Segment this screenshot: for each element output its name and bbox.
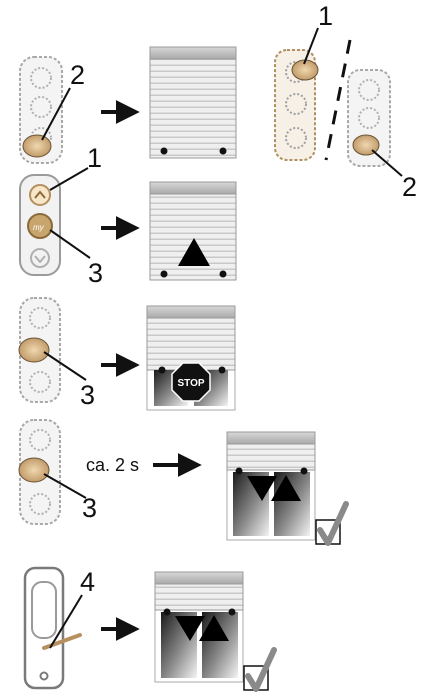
callout-number: 3: [82, 493, 97, 523]
callout-number: 4: [80, 567, 95, 597]
callout-line: [43, 473, 87, 499]
stop-label: STOP: [177, 378, 204, 389]
up-triangle-icon: [178, 238, 210, 266]
callout-line: [49, 167, 89, 191]
step-5: 4: [23, 566, 277, 692]
paperclip-icon: [42, 633, 82, 650]
step-2: my 1 3: [19, 143, 237, 288]
hand-pressing-icon: [18, 337, 50, 363]
callout-line: [43, 351, 87, 381]
hand-pressing-icon: [18, 457, 50, 483]
callout-number: 2: [402, 172, 417, 202]
callout-number: 2: [70, 60, 85, 90]
up-triangle-icon: [271, 475, 301, 501]
up-triangle-icon: [199, 615, 229, 641]
callout-line: [49, 229, 91, 259]
roller-shutter-icon: [149, 46, 237, 159]
step-1: 2: [19, 46, 237, 164]
roller-shutter-icon: [226, 431, 316, 541]
hand-pressing-icon: [22, 134, 52, 158]
svg-text:my: my: [33, 223, 45, 232]
check-mark-icon: [315, 501, 349, 546]
stop-octagon-icon: STOP: [171, 362, 211, 402]
callout-number: 1: [318, 1, 333, 31]
down-triangle-icon: [175, 616, 205, 641]
roller-shutter-icon: [149, 181, 237, 281]
duration-label: ca. 2 s: [86, 455, 139, 475]
separator-dashed-line: [324, 39, 352, 161]
callout-line: [49, 594, 83, 649]
remote-control-icon: my: [19, 174, 61, 276]
callout-line: [371, 149, 403, 177]
step-3: 3 STOP: [18, 297, 236, 411]
step-4: 3 ca. 2 s: [18, 419, 349, 546]
callout-line: [303, 27, 319, 65]
callout-number: 1: [87, 143, 102, 173]
roller-shutter-icon: [154, 571, 244, 683]
callout-number: 3: [88, 258, 103, 288]
callout-line: [41, 87, 71, 141]
check-mark-icon: [243, 647, 277, 692]
callout-number: 3: [80, 380, 95, 410]
remote-control-icon: [23, 566, 65, 690]
down-triangle-icon: [247, 476, 277, 501]
step-1-aside: 1 2: [274, 1, 417, 202]
